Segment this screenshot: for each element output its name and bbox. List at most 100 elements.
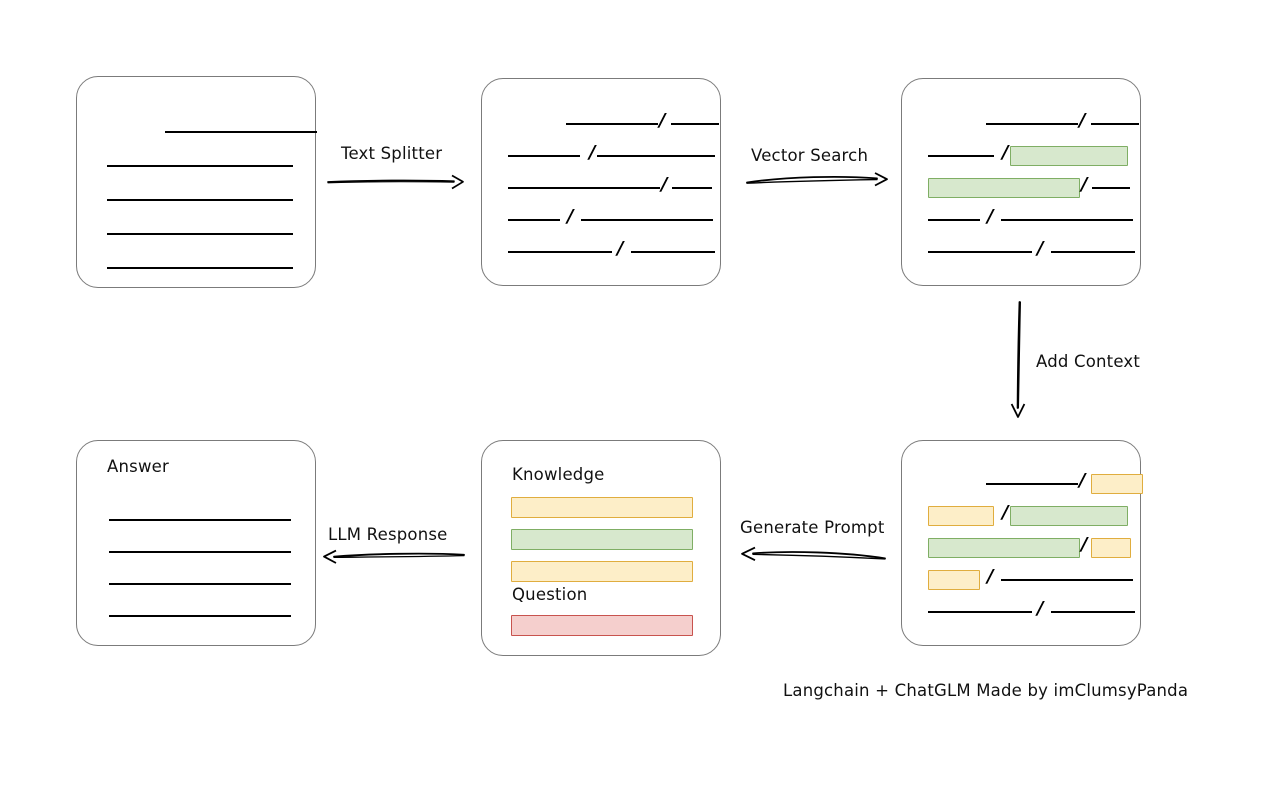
highlighted-chunk-green[interactable]	[928, 178, 1080, 198]
document-line: /	[482, 174, 746, 199]
question-label: Question	[512, 585, 588, 604]
text-line-segment	[508, 251, 612, 253]
document-line	[77, 605, 347, 627]
document-line	[77, 509, 347, 531]
source-document-card[interactable]	[76, 76, 317, 288]
text-line-segment	[107, 267, 293, 269]
document-line: /	[902, 174, 1166, 199]
text-line-segment	[107, 199, 293, 201]
chunk-separator-slash: /	[1002, 142, 1009, 163]
chunk-separator-slash: /	[659, 110, 666, 131]
text-line-segment	[508, 155, 580, 157]
edge-generate-prompt	[735, 543, 887, 567]
document-line	[77, 189, 345, 211]
text-line-segment	[508, 187, 660, 189]
document-line: /	[902, 208, 1166, 231]
highlighted-chunk-green[interactable]	[928, 538, 1080, 558]
chunk-separator-slash: /	[987, 566, 994, 587]
document-line: /	[902, 142, 1166, 167]
text-line-segment	[928, 219, 980, 221]
document-line: /	[902, 110, 1166, 135]
text-line-segment	[109, 615, 291, 617]
chunk-separator-slash: /	[1037, 238, 1044, 259]
chunk-separator-slash: /	[1081, 174, 1088, 195]
document-line	[77, 257, 345, 279]
document-line	[77, 121, 345, 143]
chunk-separator-slash: /	[1037, 598, 1044, 619]
text-line-segment	[630, 251, 715, 253]
knowledge-label: Knowledge	[512, 465, 605, 484]
text-line-segment	[107, 165, 293, 167]
answer-card[interactable]: Answer	[76, 440, 316, 646]
text-line-segment	[671, 187, 712, 189]
document-line: /	[482, 238, 746, 263]
document-line: /	[482, 142, 746, 167]
edge-add-context	[1006, 300, 1034, 420]
document-line: /	[902, 598, 1166, 623]
prompt-card[interactable]: Knowledge Question	[481, 440, 721, 656]
knowledge-bar-1[interactable]	[511, 497, 693, 518]
text-line-segment	[928, 251, 1032, 253]
highlighted-chunk-yellow[interactable]	[1090, 538, 1131, 558]
document-line	[77, 223, 345, 245]
edge-label-vector-search: Vector Search	[751, 146, 869, 165]
document-line	[77, 541, 347, 563]
document-line: /	[902, 534, 1166, 559]
edge-label-generate-prompt: Generate Prompt	[740, 518, 885, 537]
text-line-segment	[109, 519, 291, 521]
text-line-segment	[165, 131, 317, 133]
edge-llm-response	[318, 545, 466, 569]
text-line-segment	[670, 123, 719, 125]
chunk-separator-slash: /	[1079, 470, 1086, 491]
text-line-segment	[566, 123, 658, 125]
text-line-segment	[1090, 123, 1139, 125]
document-line: /	[902, 502, 1166, 527]
knowledge-bar-3[interactable]	[511, 561, 693, 582]
context-document-card[interactable]: / / / / /	[901, 440, 1143, 646]
chunk-separator-slash: /	[567, 206, 574, 227]
chunk-separator-slash: /	[1079, 110, 1086, 131]
footer-caption: Langchain + ChatGLM Made by imClumsyPand…	[783, 681, 1189, 700]
text-line-segment	[986, 483, 1078, 485]
edge-label-add-context: Add Context	[1036, 352, 1141, 371]
highlighted-chunk-green[interactable]	[1009, 146, 1128, 166]
document-line	[77, 573, 347, 595]
chunk-separator-slash: /	[589, 142, 596, 163]
text-line-segment	[107, 233, 293, 235]
highlighted-chunk-yellow[interactable]	[1090, 474, 1143, 494]
text-line-segment	[1000, 579, 1133, 581]
retrieved-document-card[interactable]: /////	[901, 78, 1141, 286]
knowledge-bar-2[interactable]	[511, 529, 693, 550]
highlighted-chunk-yellow[interactable]	[928, 570, 980, 590]
document-line: /	[482, 110, 746, 135]
text-line-segment	[109, 583, 291, 585]
chunk-separator-slash: /	[1081, 534, 1088, 555]
document-line: /	[902, 470, 1166, 495]
text-line-segment	[508, 219, 560, 221]
chunk-separator-slash: /	[617, 238, 624, 259]
edge-text-splitter	[326, 170, 466, 194]
highlighted-chunk-green[interactable]	[1009, 506, 1128, 526]
text-line-segment	[1000, 219, 1133, 221]
text-line-segment	[1050, 611, 1135, 613]
text-line-segment	[580, 219, 713, 221]
text-line-segment	[928, 155, 994, 157]
highlighted-chunk-yellow[interactable]	[928, 506, 994, 526]
edge-label-llm-response: LLM Response	[328, 525, 448, 544]
document-line: /	[482, 206, 746, 231]
chunk-separator-slash: /	[1002, 502, 1009, 523]
question-bar-1[interactable]	[511, 615, 693, 636]
chunk-separator-slash: /	[661, 174, 668, 195]
text-line-segment	[1050, 251, 1135, 253]
text-line-segment	[1091, 187, 1130, 189]
edge-label-text-splitter: Text Splitter	[341, 144, 443, 163]
answer-title: Answer	[107, 457, 169, 476]
document-line	[77, 155, 345, 177]
text-line-segment	[986, 123, 1078, 125]
chunked-document-card[interactable]: / / / / /	[481, 78, 721, 286]
text-line-segment	[109, 551, 291, 553]
document-line: /	[902, 566, 1166, 591]
document-line: /	[902, 238, 1166, 263]
edge-vector-search	[745, 168, 890, 192]
